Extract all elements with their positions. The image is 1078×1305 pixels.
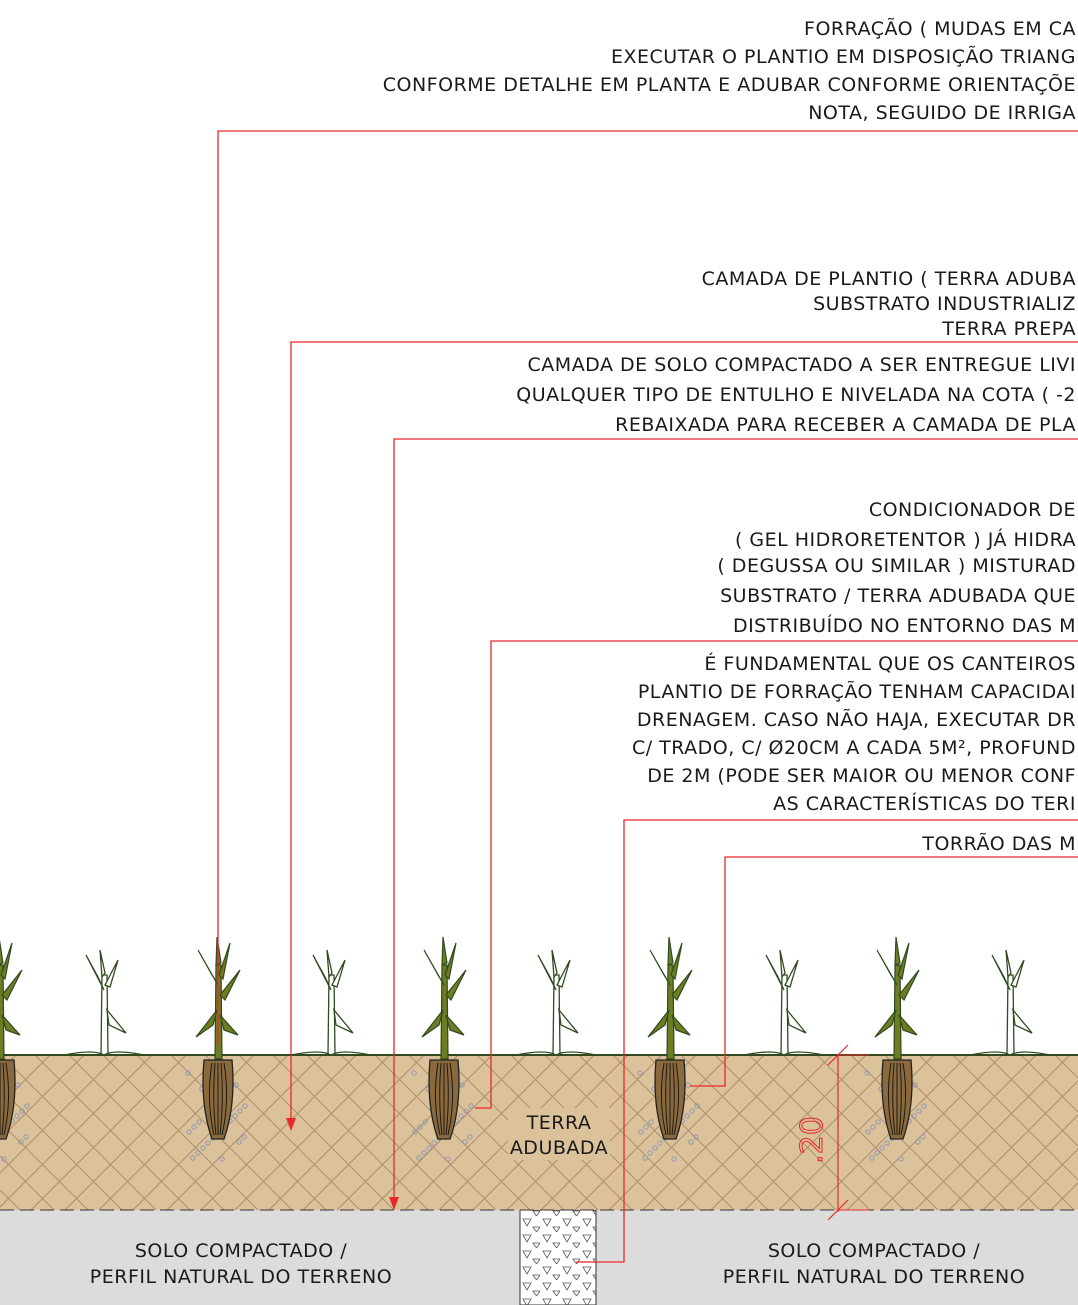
note-line: AS CARACTERÍSTICAS DO TERI: [773, 792, 1076, 815]
note-line: TERRA PREPA: [941, 318, 1076, 340]
note-camada-plantio: CAMADA DE PLANTIO ( TERRA ADUBA SUBSTRAT…: [702, 268, 1076, 340]
note-line: CONDICIONADOR DE: [869, 499, 1076, 521]
label-solo-left: SOLO COMPACTADO / PERFIL NATURAL DO TERR…: [90, 1240, 392, 1288]
note-line: SUBSTRATO INDUSTRIALIZ: [813, 293, 1076, 315]
note-line: ( DEGUSSA OU SIMILAR ) MISTURAD: [717, 555, 1076, 577]
note-line: ( GEL HIDRORETENTOR ) JÁ HIDRA: [735, 528, 1076, 551]
leader-torrao: [690, 856, 1078, 1087]
leader-forracao: [217, 130, 1078, 1045]
note-line: SUBSTRATO / TERRA ADUBADA QUE: [720, 585, 1076, 607]
dimension-label: .20: [795, 1116, 830, 1164]
note-line: QUALQUER TIPO DE ENTULHO E NIVELADA NA C…: [516, 384, 1076, 406]
leader-camada-plantio: [290, 341, 1078, 1125]
small-plant: [63, 949, 145, 1056]
note-line: EXECUTAR O PLANTIO EM DISPOSIÇÃO TRIANG: [611, 45, 1076, 68]
note-line: DRENAGEM. CASO NÃO HAJA, EXECUTAR DR: [637, 708, 1076, 731]
note-line: FORRAÇÃO ( MUDAS EM CA: [804, 17, 1076, 40]
leader-solo-compactado: [393, 438, 1078, 1204]
small-plant: [515, 949, 597, 1056]
planted-seedling: [411, 936, 474, 1162]
label-line: ADUBADA: [510, 1137, 608, 1159]
note-line: DE 2M (PODE SER MAIOR OU MENOR CONF: [647, 765, 1076, 787]
note-line: REBAIXADA PARA RECEBER A CAMADA DE PLA: [615, 414, 1076, 436]
leader-lines: [217, 130, 1078, 1263]
note-line: CAMADA DE SOLO COMPACTADO A SER ENTREGUE…: [528, 354, 1076, 376]
small-plant: [290, 949, 372, 1056]
planted-seedling: [185, 936, 248, 1162]
note-line: DISTRIBUÍDO NO ENTORNO DAS M: [733, 614, 1076, 637]
leader-condicionador: [475, 640, 1078, 1109]
note-solo-compactado: CAMADA DE SOLO COMPACTADO A SER ENTREGUE…: [516, 354, 1076, 436]
note-torrao: TORRÃO DAS M: [921, 832, 1076, 855]
label-line: SOLO COMPACTADO /: [135, 1240, 347, 1262]
note-line: CAMADA DE PLANTIO ( TERRA ADUBA: [702, 268, 1076, 290]
label-line: PERFIL NATURAL DO TERRENO: [723, 1266, 1025, 1288]
label-line: PERFIL NATURAL DO TERRENO: [90, 1266, 392, 1288]
label-solo-right: SOLO COMPACTADO / PERFIL NATURAL DO TERR…: [723, 1240, 1025, 1288]
label-line: TERRA: [526, 1112, 592, 1134]
small-plant: [743, 949, 825, 1056]
label-line: SOLO COMPACTADO /: [768, 1240, 980, 1262]
leader-drenagem: [576, 819, 1078, 1263]
planted-seedling: [0, 939, 30, 1162]
planted-seedling: [864, 936, 927, 1162]
drain-column: [519, 1209, 597, 1305]
note-line: CONFORME DETALHE EM PLANTA E ADUBAR CONF…: [383, 73, 1076, 96]
label-terra-adubada: TERRA ADUBADA: [508, 1108, 610, 1160]
depth-dimension: .20: [795, 1044, 870, 1221]
plant-row: [0, 936, 1051, 1162]
small-plant: [969, 949, 1051, 1056]
note-line: NOTA, SEGUIDO DE IRRIGA: [808, 102, 1076, 124]
note-line: TORRÃO DAS M: [921, 832, 1076, 855]
note-line: C/ TRADO, C/ Ø20CM A CADA 5M², PROFUND: [632, 737, 1076, 759]
note-line: É FUNDAMENTAL QUE OS CANTEIROS: [704, 652, 1076, 675]
note-condicionador: CONDICIONADOR DE ( GEL HIDRORETENTOR ) J…: [717, 499, 1076, 637]
note-forracao: FORRAÇÃO ( MUDAS EM CA EXECUTAR O PLANTI…: [383, 17, 1076, 124]
planted-seedling: [637, 936, 700, 1162]
note-drenagem: É FUNDAMENTAL QUE OS CANTEIROS PLANTIO D…: [632, 652, 1076, 815]
note-line: PLANTIO DE FORRAÇÃO TENHAM CAPACIDAI: [638, 680, 1076, 703]
